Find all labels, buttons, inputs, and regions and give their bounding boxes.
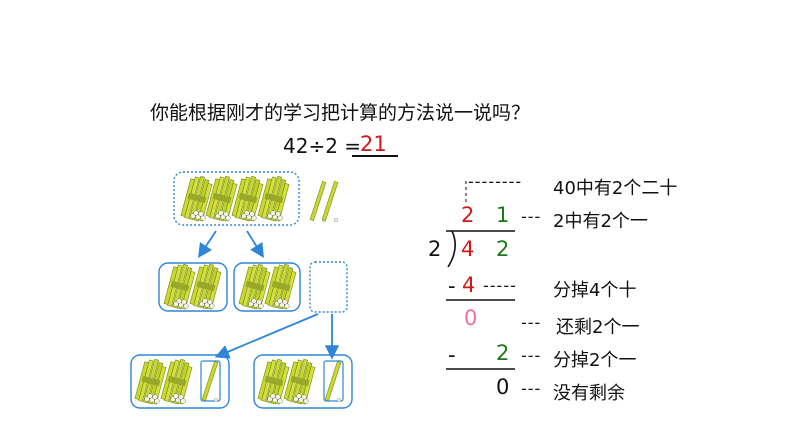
equation-text: 42÷2 = <box>283 134 362 158</box>
top-dotted-box <box>173 171 300 226</box>
note-no-remainder: 没有剩余 <box>553 383 625 404</box>
ten-bundle <box>257 175 290 222</box>
minus-sign: - <box>448 274 456 298</box>
leader-dashes: ----- <box>483 276 517 295</box>
answer-underline <box>352 155 398 157</box>
bottom-box-left <box>130 354 230 409</box>
arrow <box>246 230 264 259</box>
note-step2: 分掉2个一 <box>553 350 637 371</box>
final-remainder: 0 <box>496 375 510 399</box>
middle-box-right <box>233 262 301 312</box>
leader-dashes: --- <box>521 313 542 332</box>
note-leftover: 还剩2个一 <box>556 317 640 338</box>
leader-dashes: --- <box>521 379 542 398</box>
subtract-ones: 2 <box>496 341 510 365</box>
arrow <box>198 230 217 258</box>
division-bracket <box>447 230 456 268</box>
leader-dashes: --- <box>521 346 542 365</box>
subtract-tens: 4 <box>462 273 476 297</box>
dividend-tens: 4 <box>461 237 475 261</box>
bottom-box-right <box>253 354 353 409</box>
middle-box-left <box>158 262 228 312</box>
dividend-ones: 2 <box>496 237 510 261</box>
note-tens: 40中有2个二十 <box>553 178 678 199</box>
quotient-tens: 2 <box>461 203 475 227</box>
leader-dashes: --- <box>521 207 542 226</box>
leader-dashes: -------- <box>468 172 523 191</box>
quotient-ones: 1 <box>496 203 510 227</box>
divisor: 2 <box>428 237 442 261</box>
note-step1: 分掉4个十 <box>553 280 637 301</box>
question-text: 你能根据刚才的学习把计算的方法说一说吗？ <box>150 102 531 124</box>
minus-sign: - <box>448 343 456 367</box>
arrow <box>214 313 319 359</box>
remainder-zero: 0 <box>464 306 478 330</box>
answer-value: 21 <box>360 132 387 156</box>
note-ones: 2中有2个一 <box>553 211 648 232</box>
ones-dotted-box <box>309 261 348 313</box>
